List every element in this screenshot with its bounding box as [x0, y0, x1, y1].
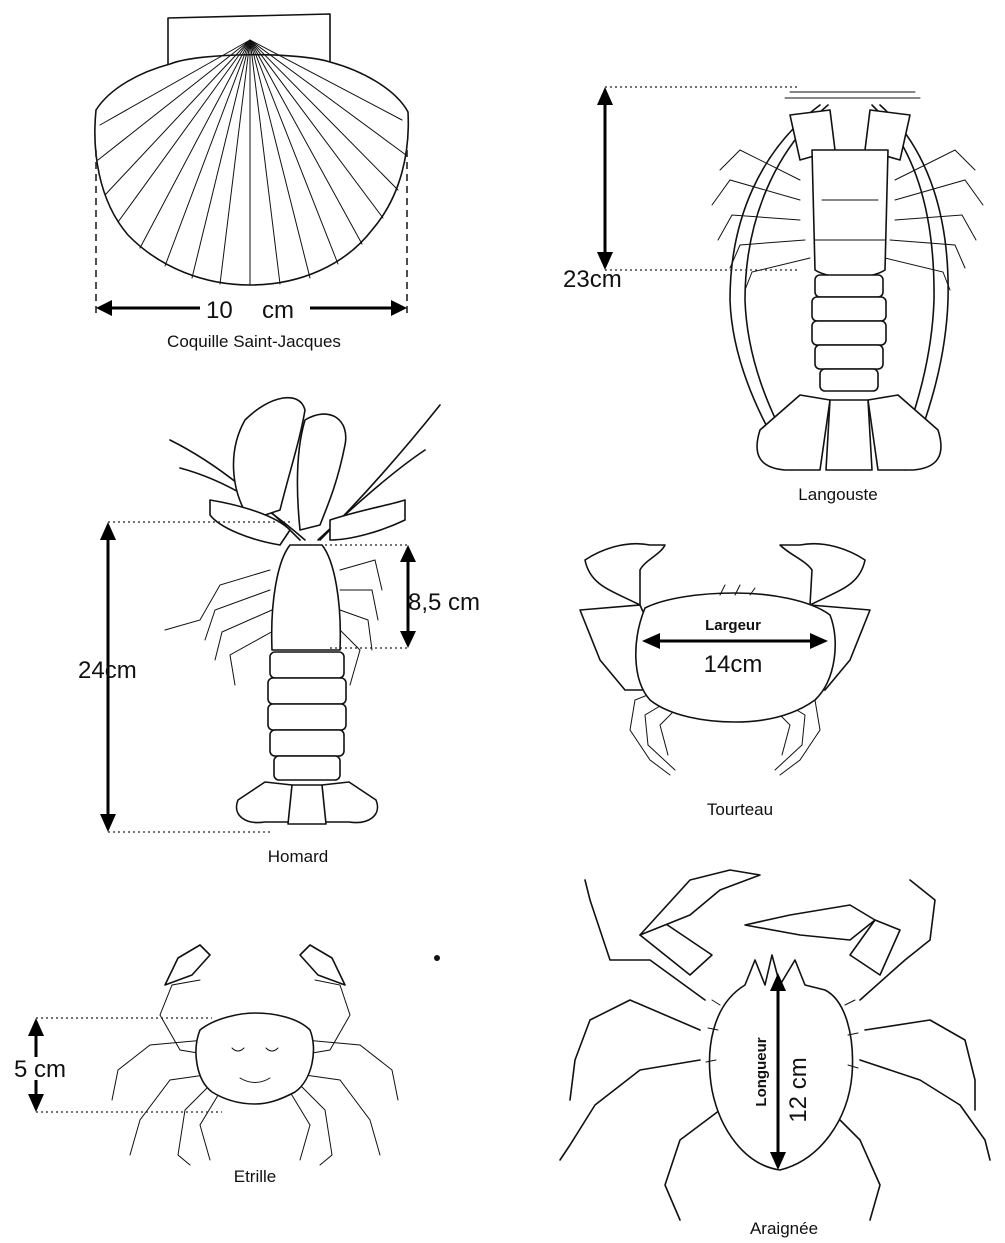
scallop-size-unit: cm — [262, 297, 294, 324]
lobster-label: Homard — [268, 847, 328, 866]
lobster-size: 24cm — [78, 657, 137, 684]
spider-crab-label: Araignée — [750, 1219, 818, 1238]
spiny-lobster-drawing — [712, 92, 983, 470]
spiny-lobster-size: 23cm — [563, 266, 622, 293]
scallop-label: Coquille Saint-Jacques — [167, 332, 341, 351]
scallop-drawing — [95, 14, 408, 285]
lobster-carapace-size: 8,5 cm — [408, 589, 480, 616]
spider-crab-dimension-label: Longueur — [753, 1037, 770, 1106]
velvet-crab-drawing — [112, 945, 398, 1165]
edible-crab-dimension-label: Largeur — [705, 617, 761, 634]
speck-mark — [434, 955, 440, 961]
spider-crab-drawing — [560, 870, 990, 1220]
velvet-crab-size: 5 cm — [14, 1056, 66, 1083]
velvet-crab-label: Etrille — [234, 1167, 277, 1186]
edible-crab-size: 14cm — [704, 651, 763, 678]
edible-crab-label: Tourteau — [707, 800, 773, 819]
spider-crab-size: 12 cm — [785, 1057, 812, 1122]
scallop-size-number: 10 — [206, 297, 233, 324]
spiny-lobster-label: Langouste — [798, 485, 877, 504]
lobster-drawing — [165, 398, 440, 824]
